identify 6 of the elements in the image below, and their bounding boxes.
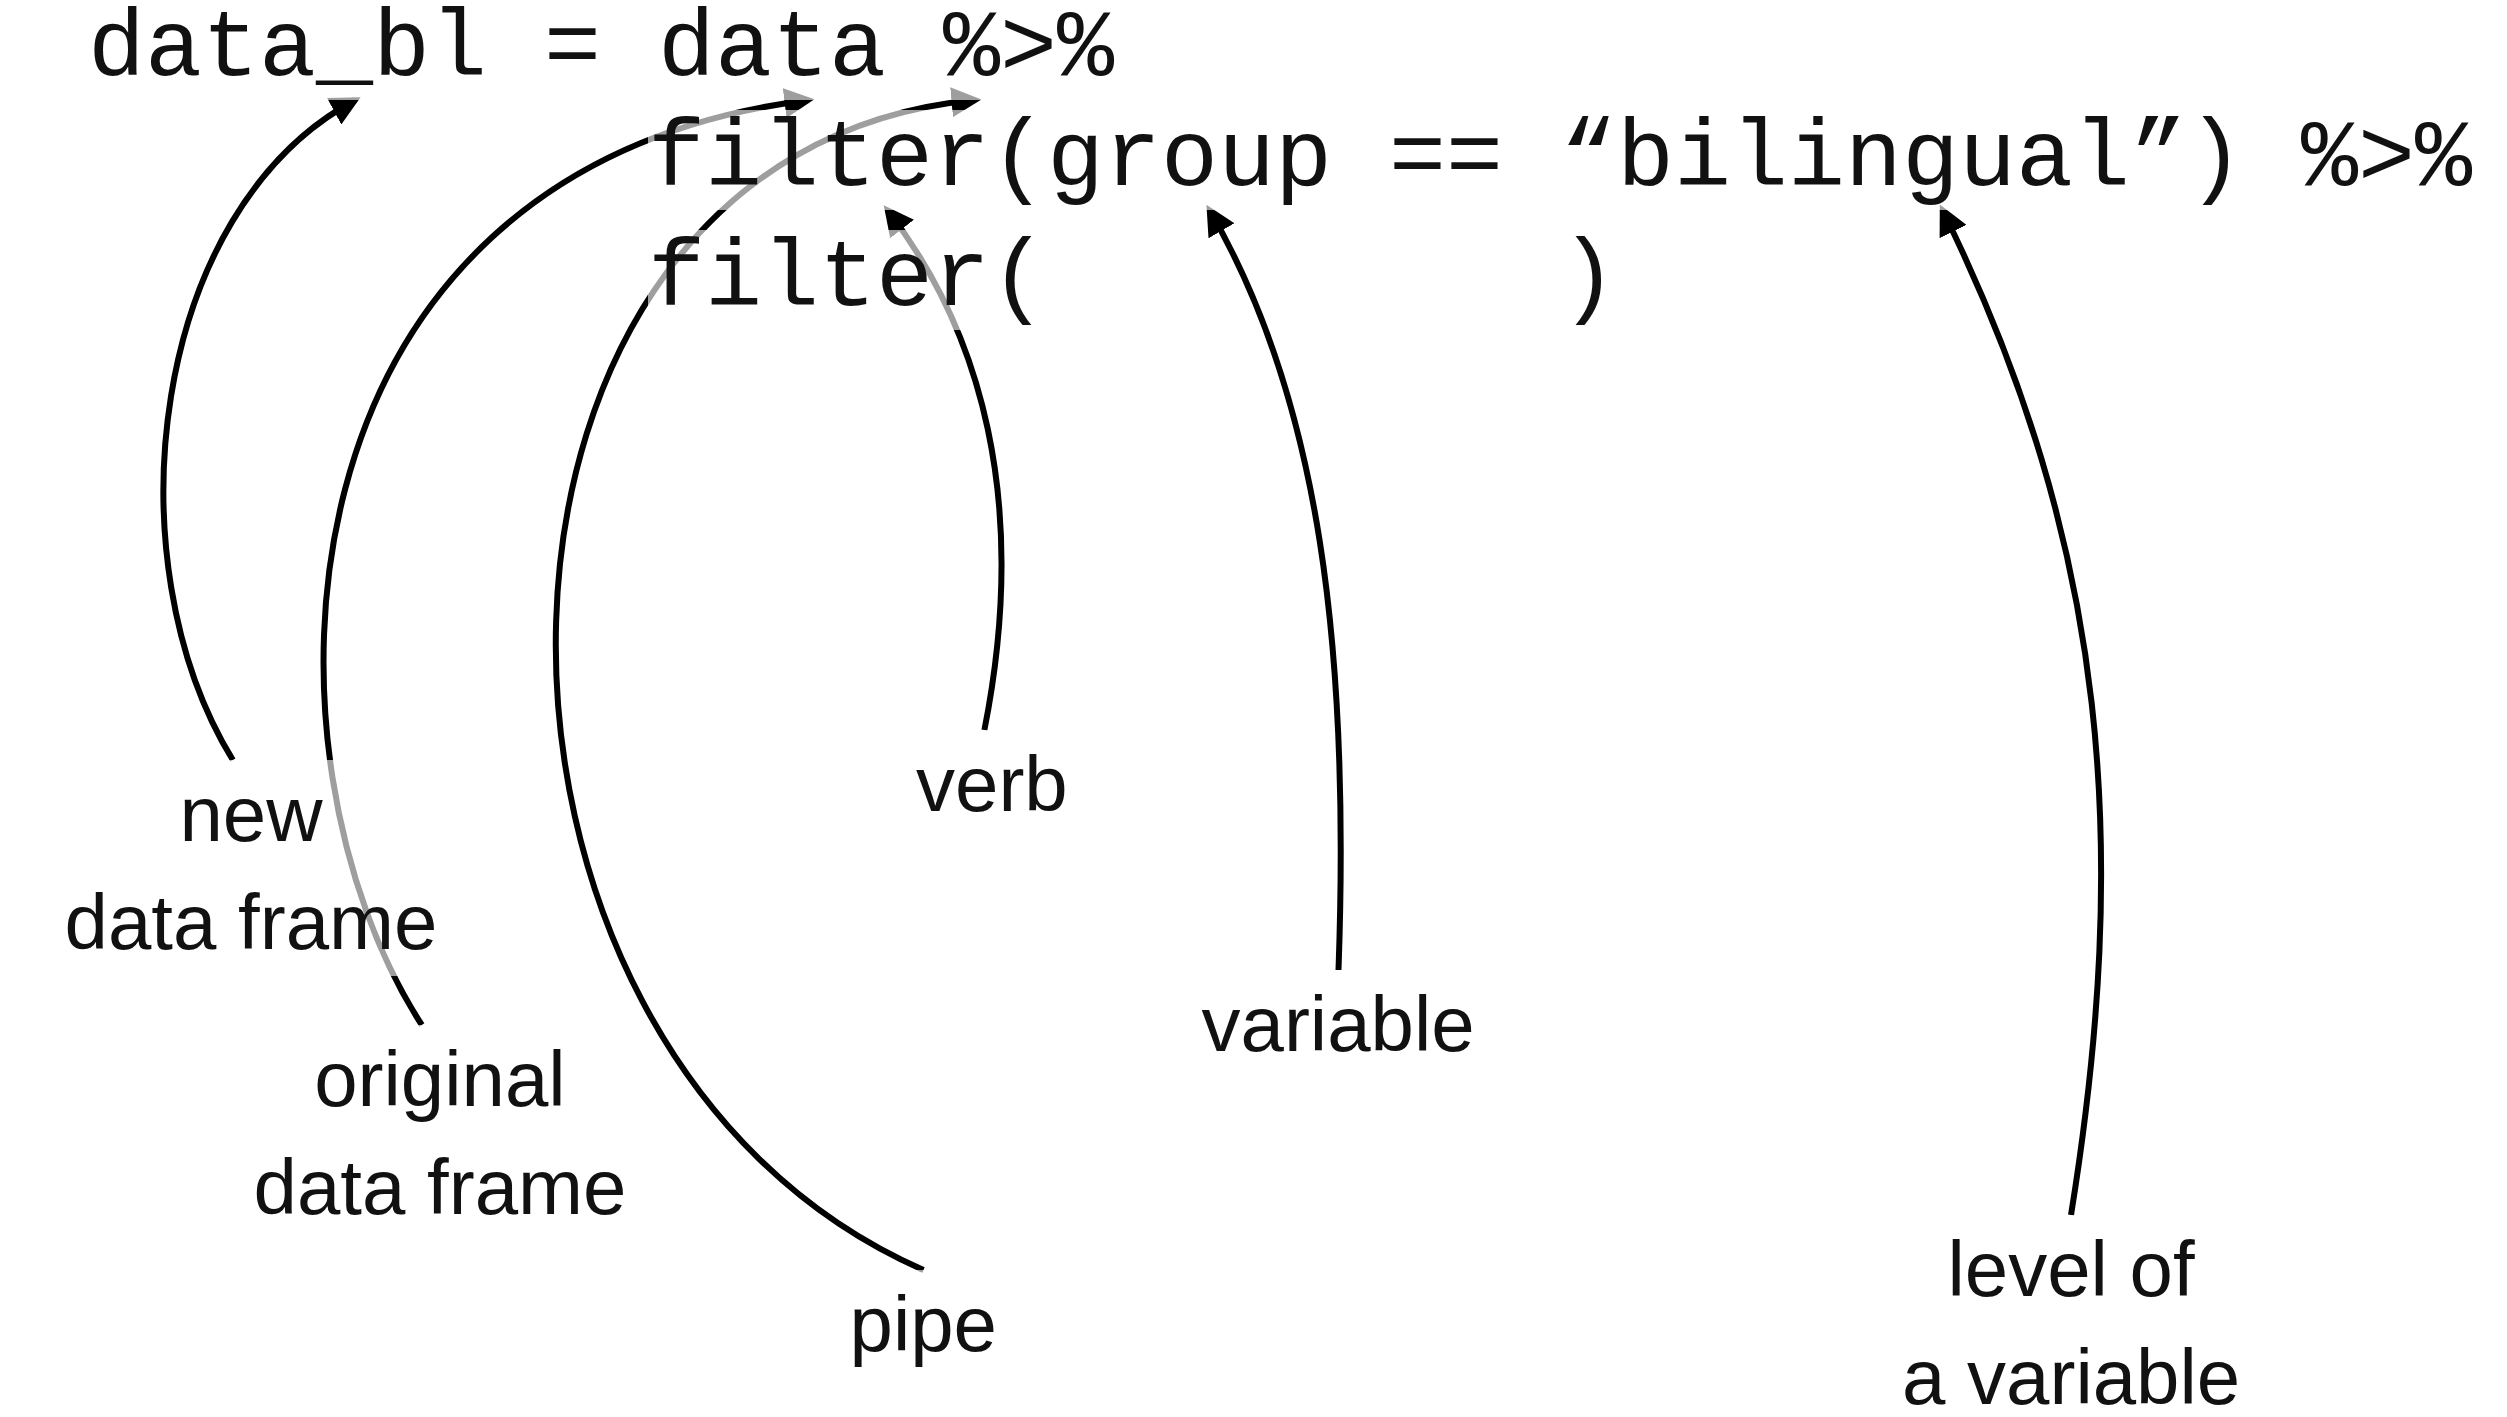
leader-arrow [553,90,982,1273]
leader-arrow [321,90,815,1027]
leader-arrow [161,96,361,762]
leader-arrow [1938,204,2105,1216]
leader-arrow [1206,204,1344,971]
leader-arrow [883,205,1005,731]
